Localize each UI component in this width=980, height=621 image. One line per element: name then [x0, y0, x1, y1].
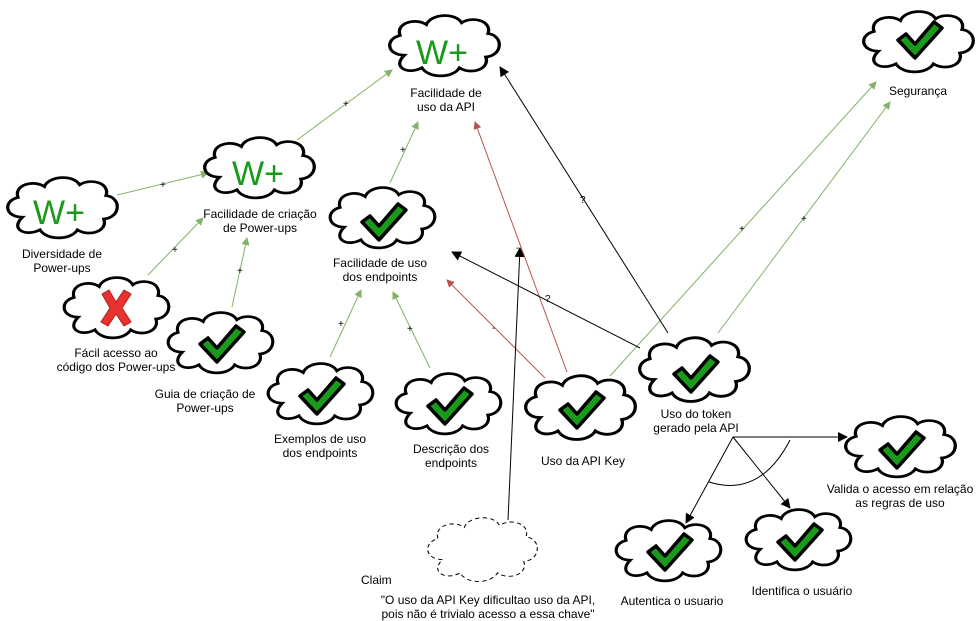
edge-claim — [507, 247, 525, 521]
edge-diversity-to-powerups — [116, 170, 209, 196]
node-ease-of-api-use[interactable]: W+ Facilidade de uso da API — [388, 13, 501, 114]
edge-token-to-authenticate — [685, 436, 734, 524]
node-identify-user[interactable]: Identifica o usuário — [744, 507, 853, 598]
node-label: dos endpoints — [283, 446, 358, 460]
x-icon — [100, 289, 132, 327]
check-icon — [776, 522, 824, 562]
node-easy-code-access[interactable]: Fácil acesso ao código dos Power-ups — [57, 275, 176, 374]
edge-label: + — [338, 319, 344, 330]
w-plus-mark: W+ — [416, 34, 468, 72]
w-plus-mark: W+ — [232, 155, 284, 193]
node-powerup-diversity[interactable]: W+ Diversidade de Power-ups — [6, 175, 119, 275]
edge-guide-to-powerups — [231, 237, 250, 308]
node-security[interactable]: Segurança — [862, 9, 975, 98]
edge-apikey-to-security — [609, 81, 877, 377]
w-plus-mark: W+ — [33, 194, 85, 232]
check-icon — [426, 386, 474, 426]
check-icon — [360, 202, 408, 242]
node-label: Fácil acesso ao — [74, 346, 158, 360]
node-endpoint-examples[interactable]: Exemplos de uso dos endpoints — [266, 361, 375, 460]
node-powerup-creation-guide[interactable]: Guia de criação de Power-ups — [155, 310, 275, 415]
edge-endpoints-to-api — [389, 121, 419, 184]
node-label: Exemplos de uso — [274, 432, 366, 446]
edge-token-to-endpoints — [451, 251, 641, 349]
node-label: Descrição dos — [413, 442, 489, 456]
edge-description-to-endpoints — [392, 291, 431, 369]
node-ease-of-endpoint-use[interactable]: Facilidade de uso dos endpoints — [328, 185, 437, 284]
edge-token-to-api — [499, 66, 669, 334]
node-label: gerado pela API — [653, 421, 738, 435]
node-label: endpoints — [425, 456, 477, 470]
edge-label: + — [160, 180, 166, 191]
check-icon — [896, 20, 944, 60]
check-icon — [646, 532, 694, 572]
node-label: Uso da API Key — [541, 454, 625, 468]
node-label: Autentica o usuario — [621, 594, 724, 608]
node-ease-of-powerup-creation[interactable]: W+ Facilidade de criação de Power-ups — [203, 135, 317, 235]
node-token-use[interactable]: Uso do token gerado pela API — [638, 336, 751, 435]
edge-label: + — [407, 324, 413, 335]
node-api-key-use[interactable]: Uso da API Key — [524, 374, 637, 468]
node-label: Power-ups — [33, 261, 90, 275]
node-label: Segurança — [889, 84, 947, 98]
edge-apikey-to-endpoints — [446, 279, 546, 379]
claim-text: pois não é trivialo acesso a essa chave" — [381, 607, 594, 621]
node-label: Valida o acesso em relação — [827, 482, 974, 496]
edge-label: + — [343, 99, 349, 110]
check-icon — [672, 354, 720, 394]
edge-label: + — [801, 214, 807, 225]
node-label: de Power-ups — [223, 221, 297, 235]
node-label: Diversidade de — [22, 247, 102, 261]
edge-label: - — [492, 323, 495, 334]
node-label: Guia de criação de — [155, 387, 256, 401]
node-claim[interactable]: Claim "O uso da API Key dificultao uso d… — [361, 517, 595, 621]
node-label: dos endpoints — [343, 270, 418, 284]
check-icon — [298, 376, 346, 416]
node-label: as regras de uso — [855, 496, 945, 510]
node-validate-access[interactable]: Valida o acesso em relação as regras de … — [827, 414, 974, 510]
node-label: Facilidade de criação — [203, 207, 317, 221]
edge-label: + — [400, 145, 406, 156]
edge-token-to-identify — [732, 436, 791, 509]
edge-examples-to-endpoints — [329, 289, 362, 358]
node-label: uso da API — [417, 100, 475, 114]
edge-label: ? — [580, 195, 586, 206]
node-label: Power-ups — [176, 401, 233, 415]
node-label: Uso do token — [661, 407, 732, 421]
edge-label: ? — [545, 294, 551, 305]
edge-label: + — [172, 245, 178, 256]
edge-codeaccess-to-powerups — [147, 217, 204, 276]
claim-title: Claim — [361, 573, 392, 587]
edge-powerups-to-api — [296, 69, 393, 141]
edge-label: - — [516, 243, 519, 254]
edges: + + + + + + + - - + + ? ? — [116, 66, 891, 524]
node-label: Facilidade de — [410, 86, 482, 100]
node-authenticate-user[interactable]: Autentica o usuario — [614, 518, 724, 608]
edge-label: + — [739, 224, 745, 235]
node-label: Facilidade de uso — [333, 256, 427, 270]
node-label: código dos Power-ups — [57, 360, 176, 374]
check-icon — [878, 430, 926, 470]
check-icon — [558, 390, 606, 430]
check-icon — [198, 324, 246, 364]
node-label: Identifica o usuário — [752, 584, 853, 598]
claim-text: "O uso da API Key dificultao uso da API, — [381, 593, 595, 607]
edge-label: + — [237, 266, 243, 277]
edge-apikey-to-api — [473, 121, 568, 373]
edge-token-to-security — [717, 101, 891, 334]
node-endpoint-description[interactable]: Descrição dos endpoints — [394, 371, 503, 470]
and-decomposition-arc — [708, 439, 791, 486]
